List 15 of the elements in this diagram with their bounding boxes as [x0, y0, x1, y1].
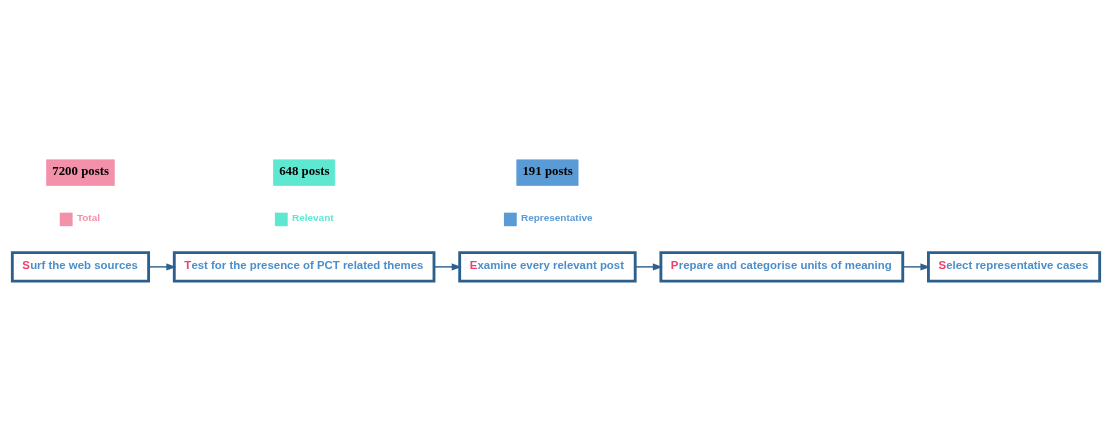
arrow	[148, 263, 177, 271]
legend-label: Total	[76, 212, 100, 224]
arrow	[433, 263, 462, 271]
node-box: Examine every relevant post	[458, 251, 637, 283]
node-box: 7200 posts	[46, 159, 115, 186]
node-box: Surf the web sources	[10, 251, 151, 283]
node-box: Select representative cases	[927, 251, 1102, 283]
arrow	[634, 263, 663, 271]
node-box: Test for the presence of PCT related themes	[172, 251, 436, 283]
node-box: 648 posts	[273, 159, 336, 186]
arrow	[902, 263, 931, 271]
node-box: Prepare and categorise units of meaning	[659, 251, 905, 283]
legend-label: Representative	[521, 212, 593, 224]
legend-label: Relevant	[292, 212, 334, 224]
node-box: 191 posts	[516, 159, 579, 186]
